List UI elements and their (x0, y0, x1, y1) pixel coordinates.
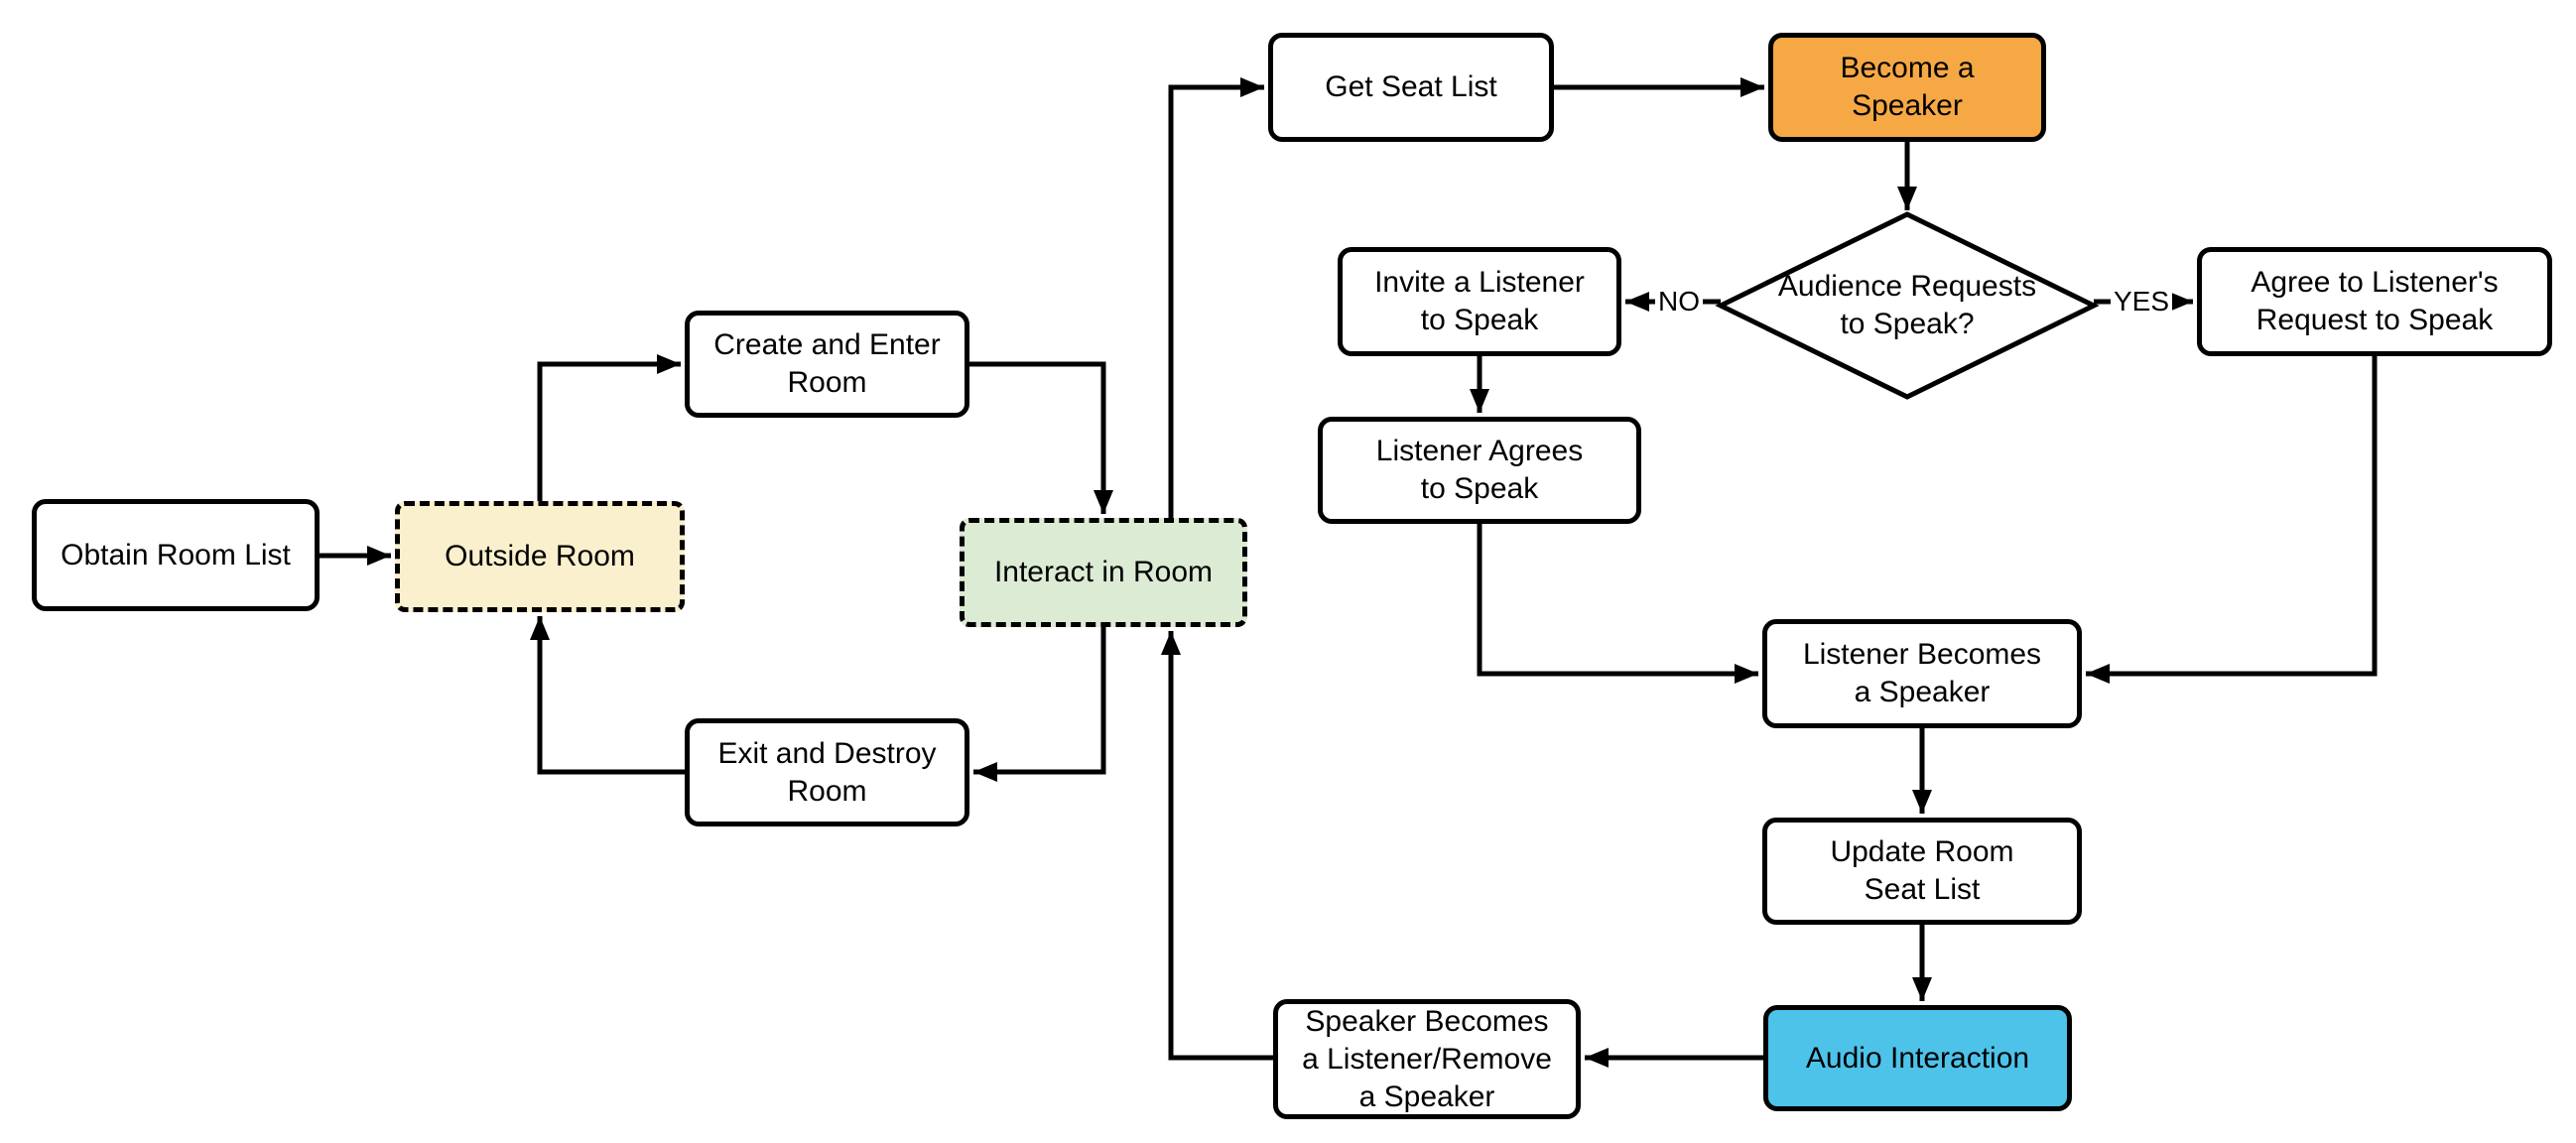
node-label: Listener Agrees to Speak (1375, 435, 1584, 505)
node-label: Speaker Becomes a Listener/Remove a Spea… (1302, 1004, 1552, 1113)
node-label: Listener Becomes a Speaker (1802, 638, 2042, 708)
node-label: Obtain Room List (61, 538, 291, 572)
node-become-a-speaker: Become a Speaker (1768, 33, 2046, 142)
edge-interact-to-exit (973, 627, 1106, 782)
decision-audience-requests-to-speak: Audience Requests to Speak? (1715, 211, 2100, 400)
node-label: Create and Enter Room (713, 328, 941, 399)
node-label: Outside Room (445, 540, 635, 572)
node-audio-interaction: Audio Interaction (1763, 1005, 2072, 1111)
edge-label-yes: YES (2110, 287, 2173, 317)
node-obtain-room-list: Obtain Room List (32, 499, 320, 611)
node-update-room-seat-list: Update Room Seat List (1762, 818, 2082, 925)
node-interact-in-room: Interact in Room (960, 518, 1247, 627)
node-listener-agrees-to-speak: Listener Agrees to Speak (1318, 417, 1641, 524)
node-get-seat-list: Get Seat List (1268, 33, 1554, 142)
node-label: Update Room Seat List (1830, 835, 2014, 906)
edge-exit-to-outside (530, 616, 685, 775)
edge-speaker-to-interact (1161, 631, 1273, 1061)
node-outside-room: Outside Room (395, 501, 685, 612)
edge-interact-to-getseat (1168, 77, 1264, 518)
edge-agrees-to-becomes (1477, 524, 1758, 684)
edge-create-to-interact (969, 361, 1113, 514)
node-exit-and-destroy-room: Exit and Destroy Room (685, 718, 969, 826)
node-create-and-enter-room: Create and Enter Room (685, 311, 969, 418)
node-label: Audio Interaction (1805, 1041, 2030, 1075)
decision-label: Audience Requests to Speak? (1777, 270, 2037, 340)
edge-agree-to-becomes (2086, 356, 2378, 684)
node-listener-becomes-a-speaker: Listener Becomes a Speaker (1762, 619, 2082, 728)
edge-outside-to-create (537, 354, 681, 501)
node-speaker-becomes-a-listener: Speaker Becomes a Listener/Remove a Spea… (1273, 999, 1581, 1119)
edge-label-no: NO (1655, 287, 1703, 317)
node-agree-to-listeners-request: Agree to Listener's Request to Speak (2197, 247, 2552, 356)
node-label: Invite a Listener to Speak (1374, 266, 1585, 336)
node-invite-a-listener-to-speak: Invite a Listener to Speak (1338, 247, 1621, 356)
node-label: Interact in Room (993, 556, 1214, 588)
node-label: Agree to Listener's Request to Speak (2251, 266, 2499, 336)
node-label: Get Seat List (1325, 70, 1497, 103)
node-label: Exit and Destroy Room (717, 736, 937, 808)
node-label: Become a Speaker (1840, 52, 1975, 122)
diamond-shape (1715, 211, 2100, 400)
